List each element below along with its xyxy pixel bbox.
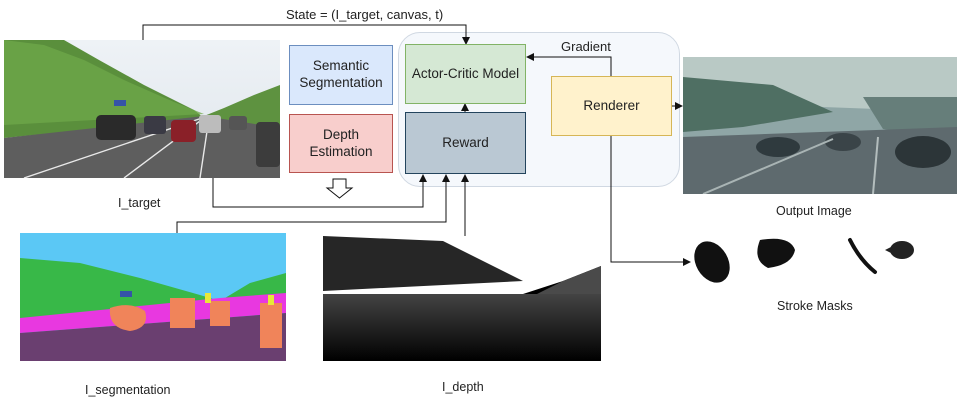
- stroke-masks: [694, 238, 914, 283]
- depth-estimation-box: Depth Estimation: [289, 114, 393, 173]
- state-arrow: [142, 24, 470, 45]
- semantic-segmentation-box: Semantic Segmentation: [289, 45, 393, 105]
- hollow-down-arrow: [325, 178, 354, 199]
- target-image: [4, 40, 280, 178]
- output-image-label: Output Image: [776, 204, 852, 218]
- depth-image-label: I_depth: [442, 380, 484, 394]
- target-image-label: I_target: [118, 196, 161, 210]
- actor-critic-box: Actor-Critic Model: [405, 44, 526, 104]
- segmentation-to-reward-arrow: [176, 174, 450, 233]
- stroke-masks-label: Stroke Masks: [777, 299, 853, 313]
- segmentation-image: [20, 233, 286, 361]
- renderer-box: Renderer: [551, 76, 672, 136]
- reward-box: Reward: [405, 112, 526, 174]
- depth-image: [323, 236, 601, 361]
- gradient-label: Gradient: [561, 39, 611, 54]
- target-to-reward-arrow: [212, 174, 427, 208]
- renderer-to-strokes-arrow: [610, 136, 691, 266]
- state-label: State = (I_target, canvas, t): [286, 7, 444, 22]
- segmentation-image-label: I_segmentation: [85, 383, 171, 397]
- gradient-arrow: [526, 53, 612, 76]
- output-image: [683, 57, 957, 194]
